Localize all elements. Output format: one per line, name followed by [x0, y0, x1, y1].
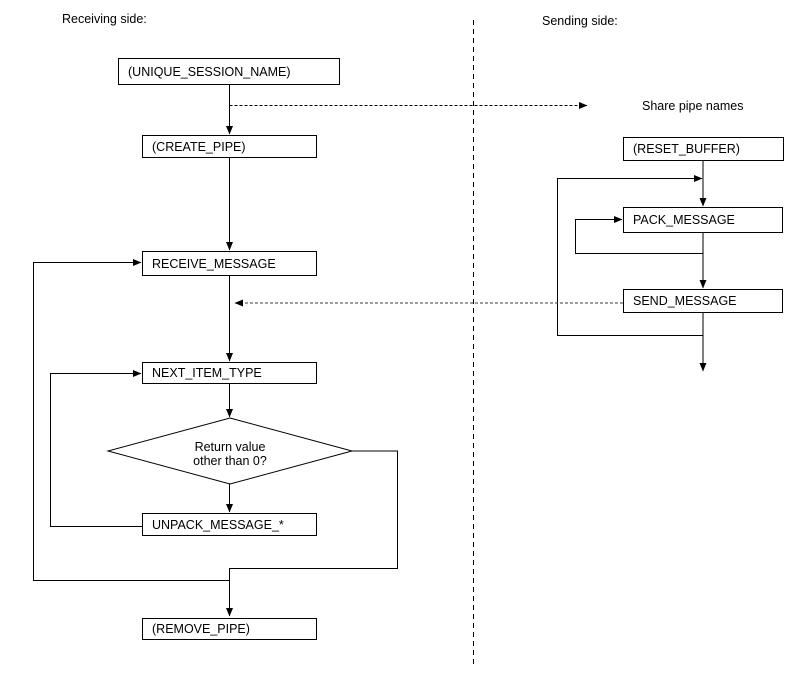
edge-loop-to-receive	[33, 259, 230, 581]
node-create-pipe-label: (CREATE_PIPE)	[152, 139, 246, 154]
decision-text-line1: Return value	[194, 440, 266, 454]
node-next-item-type: NEXT_ITEM_TYPE	[142, 362, 317, 384]
decision-diamond-shape	[106, 417, 354, 485]
node-send-message: SEND_MESSAGE	[623, 289, 783, 313]
decision-diamond-text: Return value other than 0?	[158, 440, 302, 468]
decision-text-line2: other than 0?	[193, 454, 267, 468]
node-remove-pipe-label: (REMOVE_PIPE)	[152, 622, 250, 636]
node-send-message-label: SEND_MESSAGE	[633, 294, 737, 308]
node-unique-session-name-label: (UNIQUE_SESSION_NAME)	[128, 64, 291, 79]
edge-pack-self-loop	[575, 216, 703, 254]
receiving-side-header: Receiving side:	[62, 12, 147, 26]
node-receive-message-label: RECEIVE_MESSAGE	[152, 256, 276, 271]
edge-decision-to-remove	[226, 450, 398, 617]
node-remove-pipe: (REMOVE_PIPE)	[142, 618, 317, 640]
share-pipe-names-label: Share pipe names	[642, 99, 744, 113]
node-pack-message-label: PACK_MESSAGE	[633, 213, 735, 227]
node-reset-buffer: (RESET_BUFFER)	[623, 137, 784, 161]
node-unique-session-name: (UNIQUE_SESSION_NAME)	[118, 58, 340, 85]
node-next-item-type-label: NEXT_ITEM_TYPE	[152, 366, 262, 380]
node-unpack-message-label: UNPACK_MESSAGE_*	[152, 517, 284, 532]
node-receive-message: RECEIVE_MESSAGE	[142, 251, 317, 276]
sending-side-header: Sending side:	[542, 14, 618, 28]
node-pack-message: PACK_MESSAGE	[623, 207, 783, 233]
node-unpack-message: UNPACK_MESSAGE_*	[142, 513, 317, 536]
edge-unpack-to-next	[50, 370, 142, 527]
node-reset-buffer-label: (RESET_BUFFER)	[633, 142, 740, 156]
node-create-pipe: (CREATE_PIPE)	[142, 135, 317, 158]
edge-send-loop-to-pack	[557, 175, 703, 336]
